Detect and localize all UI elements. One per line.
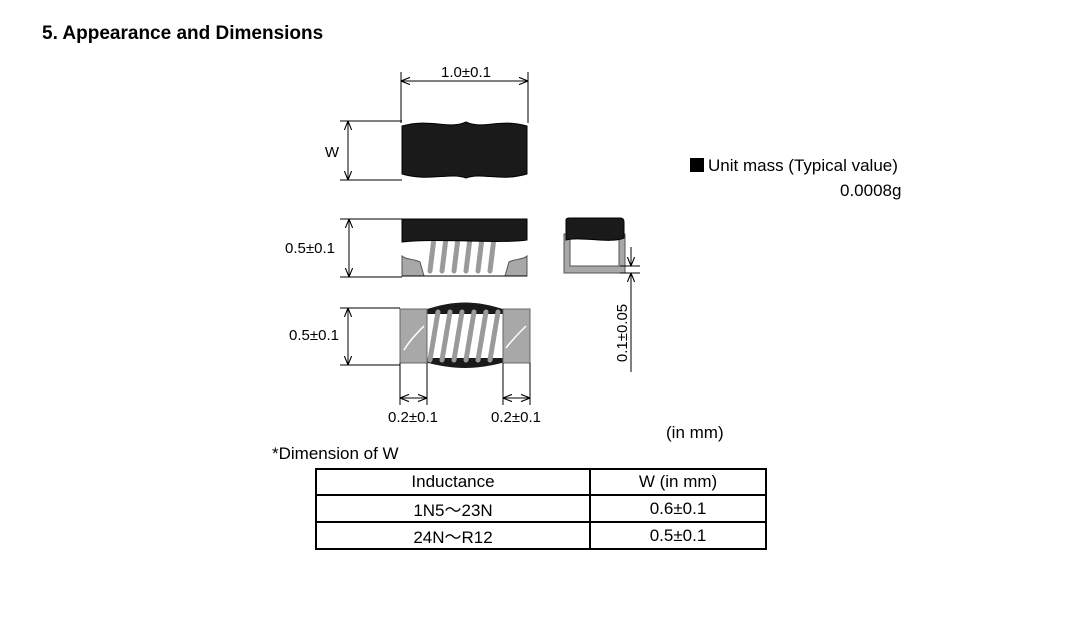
side-height-dimension-label: 0.5±0.1 <box>285 240 335 257</box>
terminal-left-dimension-label: 0.2±0.1 <box>388 409 438 426</box>
units-note: (in mm) <box>666 423 724 442</box>
table-row: 24N～R12 0.5±0.1 <box>315 521 767 550</box>
table-row: 1N5～23N 0.6±0.1 <box>315 494 767 523</box>
side-view-terminal-left <box>401 254 425 277</box>
w-dimension-table: Inductance W (in mm) 1N5～23N 0.6±0.1 24N… <box>315 468 767 550</box>
width-dimension-label: W <box>325 144 340 161</box>
length-dimension-label: 1.0±0.1 <box>441 64 491 81</box>
bottom-height-dimension-label: 0.5±0.1 <box>289 327 339 344</box>
side-view-body <box>401 218 528 243</box>
table-header-w: W (in mm) <box>589 468 767 496</box>
black-square-bullet-icon <box>690 158 704 172</box>
section-title: 5. Appearance and Dimensions <box>42 23 324 44</box>
bottom-view-terminal-left <box>399 308 428 364</box>
end-view-body <box>565 217 625 241</box>
end-view: 0.1±0.05 <box>563 217 640 372</box>
bottom-view-coil-bottom <box>424 358 506 368</box>
bottom-view-coil <box>427 309 501 363</box>
w-table-caption: *Dimension of W <box>272 444 399 463</box>
unit-mass-label: Unit mass (Typical value) <box>690 156 898 176</box>
side-view-terminal-right <box>504 254 528 277</box>
top-view: 1.0±0.1 W <box>325 64 529 181</box>
terminal-thickness-dimension-label: 0.1±0.05 <box>614 304 631 362</box>
table-cell-inductance: 1N5～23N <box>315 494 591 523</box>
side-view: 0.5±0.1 <box>285 218 528 278</box>
table-cell-w: 0.6±0.1 <box>589 494 767 523</box>
table-header-inductance: Inductance <box>315 468 591 496</box>
side-view-coil <box>427 235 497 274</box>
table-cell-w: 0.5±0.1 <box>589 521 767 550</box>
terminal-right-dimension-label: 0.2±0.1 <box>491 409 541 426</box>
bottom-view: 0.5±0.1 0.2±0.1 0.2±0.1 <box>289 302 541 426</box>
unit-mass-value: 0.0008g <box>840 181 902 200</box>
top-view-body <box>401 121 528 179</box>
table-cell-inductance: 24N～R12 <box>315 521 591 550</box>
table-header-row: Inductance W (in mm) <box>315 468 767 496</box>
